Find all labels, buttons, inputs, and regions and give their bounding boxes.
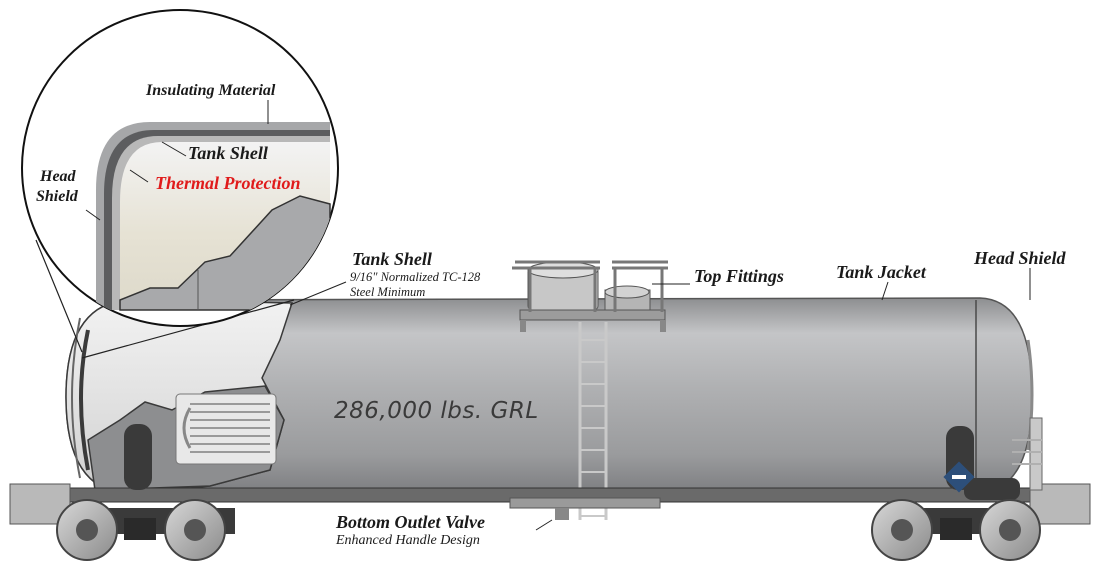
- insulating-material-label: Insulating Material: [146, 82, 276, 99]
- right-truck: [871, 499, 1041, 561]
- capacity-label: 286,000 lbs. GRL: [334, 398, 539, 424]
- tank-cutaway: [65, 299, 294, 495]
- head-shield-left-label-line1: Head: [40, 168, 76, 185]
- side-ladder: [578, 322, 608, 520]
- top-fittings-label: Top Fittings: [694, 266, 784, 286]
- tank-shell-label: Tank Shell: [352, 249, 432, 269]
- thermal-protection-label: Thermal Protection: [155, 173, 301, 193]
- tank-shell-spec-line2: Steel Minimum: [350, 285, 426, 299]
- bottom-outlet-valve-label: Bottom Outlet Valve: [336, 512, 486, 532]
- detail-inset: [21, 9, 339, 359]
- tank-shell-spec-line1: 9/16" Normalized TC-128: [350, 270, 481, 284]
- left-truck: [56, 499, 235, 561]
- leader-lines: [289, 268, 1031, 531]
- inset-tank-shell-label: Tank Shell: [188, 143, 268, 163]
- bottom-outlet-valve-sub: Enhanced Handle Design: [336, 533, 480, 548]
- underframe: [9, 417, 1091, 525]
- top-fittings: [512, 260, 668, 332]
- tank-jacket-label: Tank Jacket: [836, 262, 926, 282]
- head-shield-left-label-line2: Shield: [36, 188, 78, 205]
- head-shield-right-label: Head Shield: [974, 248, 1066, 268]
